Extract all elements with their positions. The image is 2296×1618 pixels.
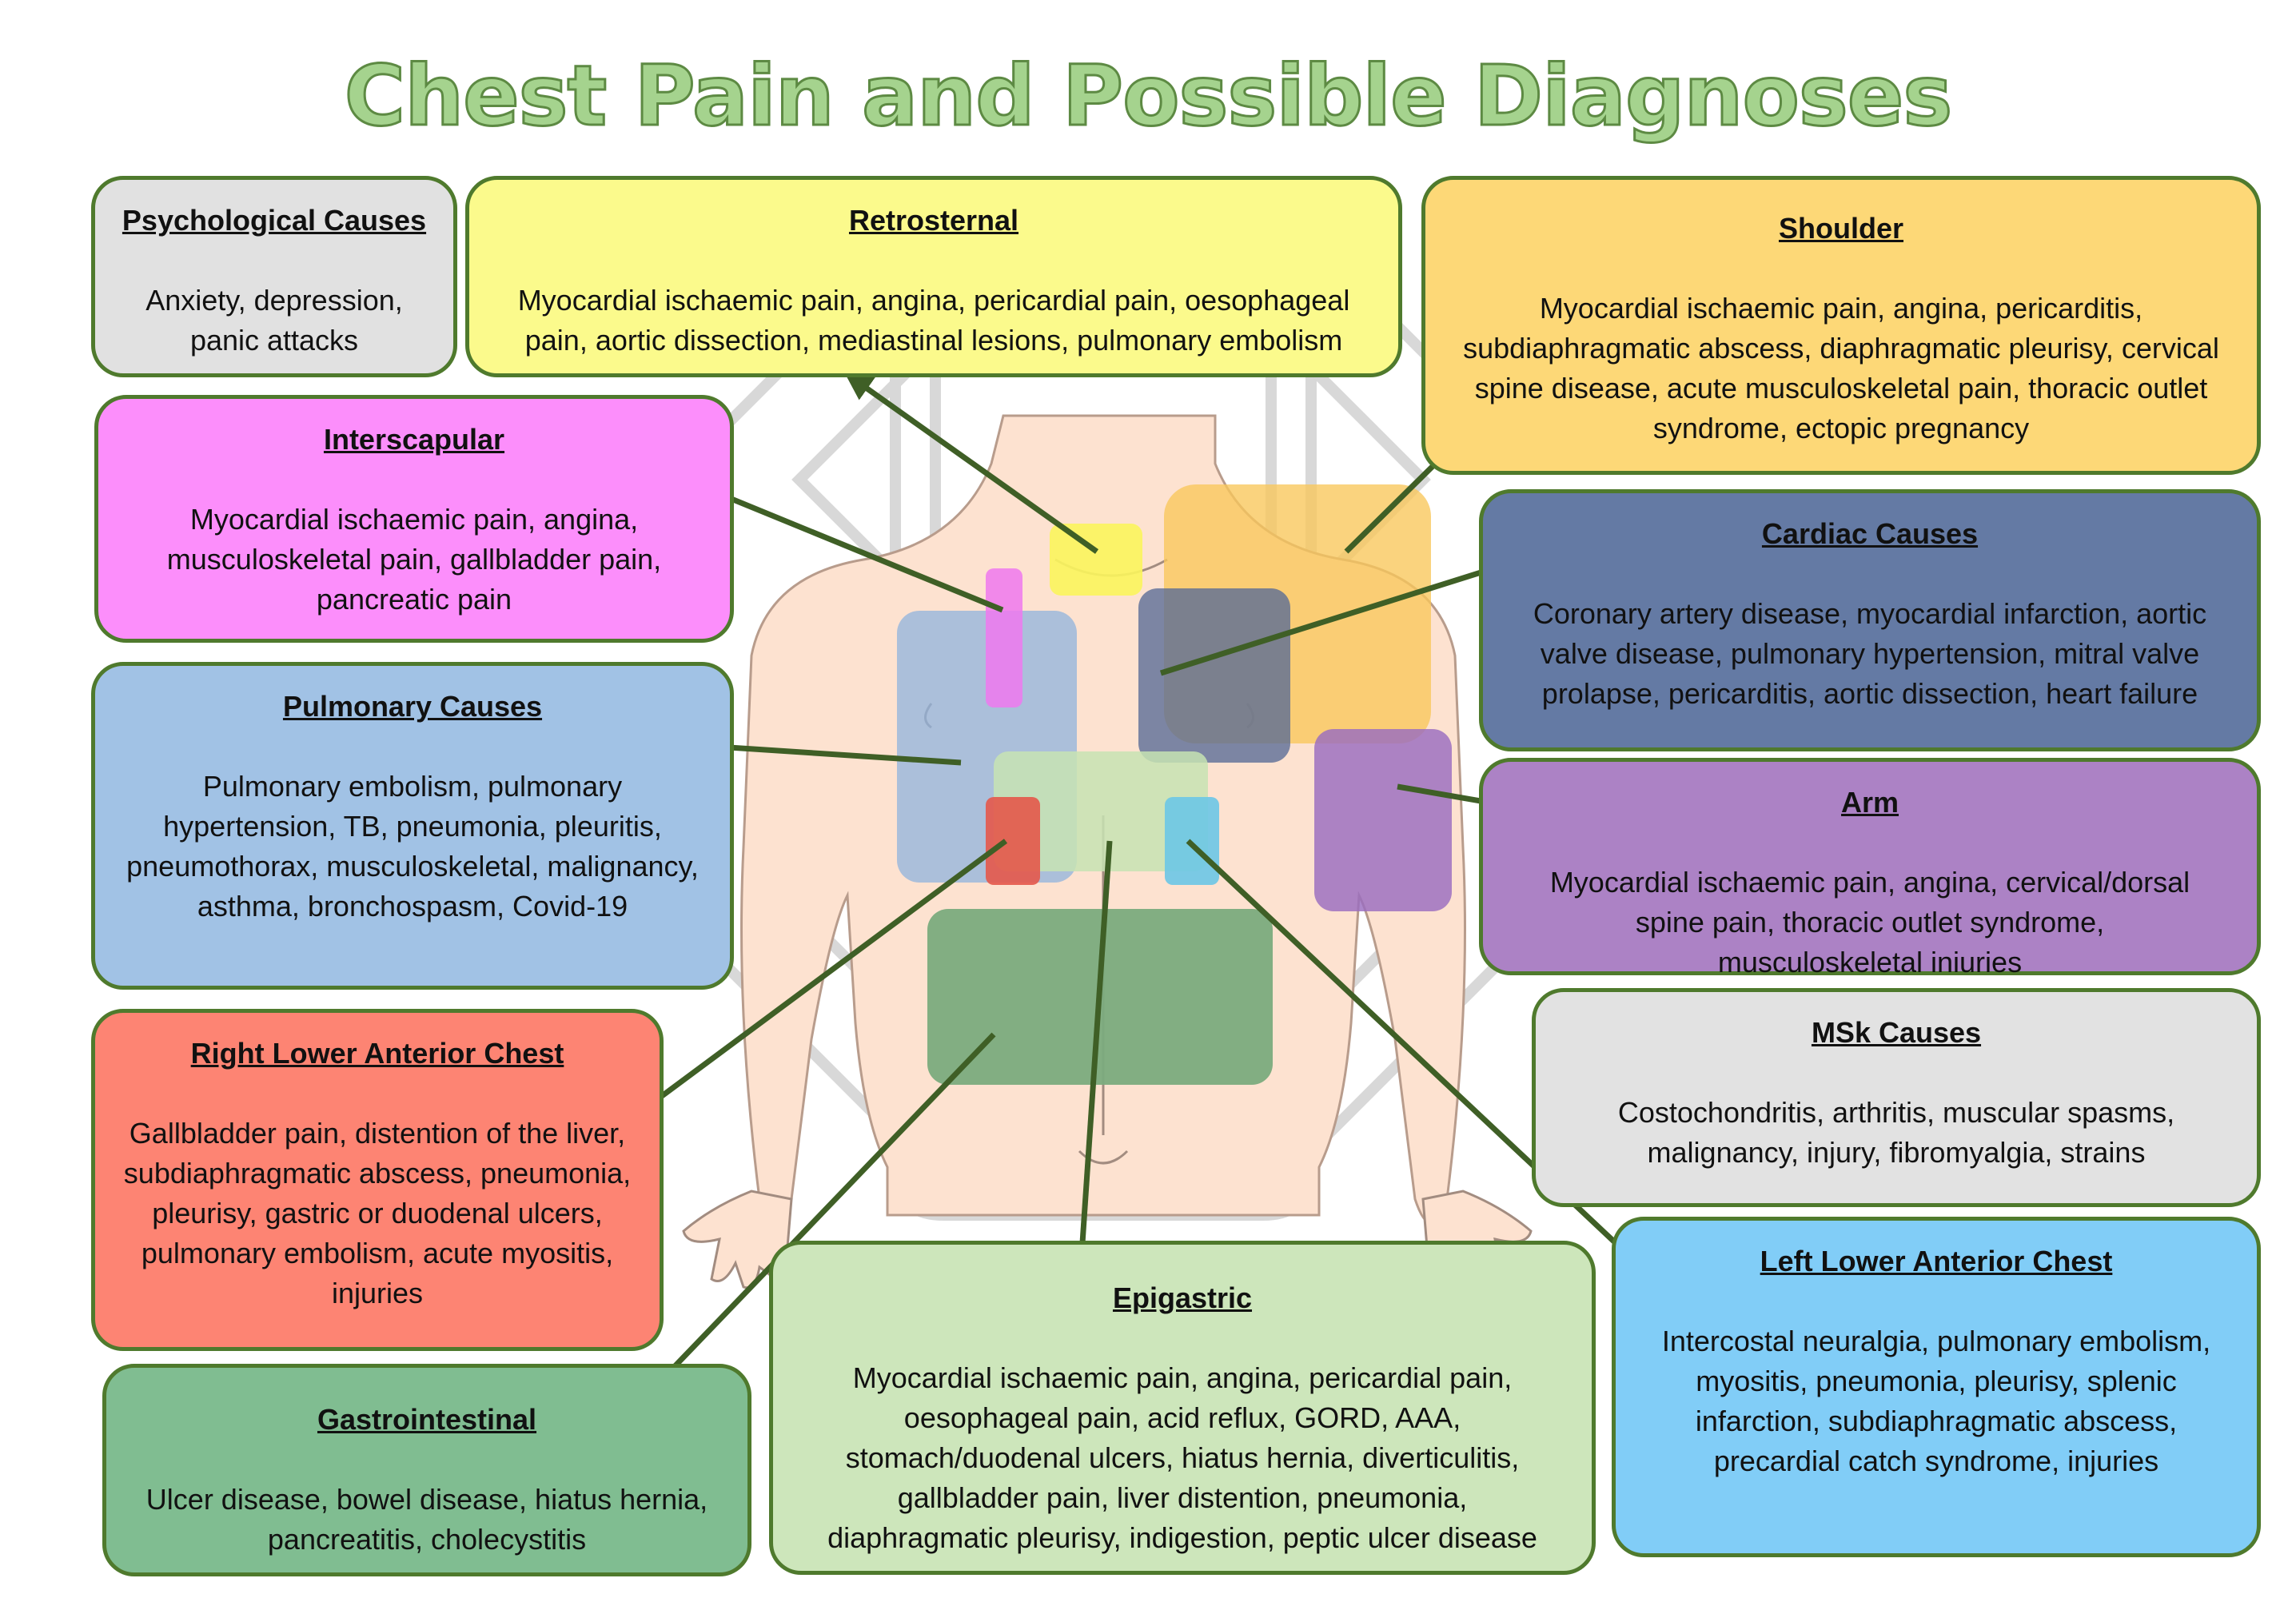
box-heading: Psychological Causes bbox=[122, 204, 427, 237]
box-text: Intercostal neuralgia, pulmonary embolis… bbox=[1661, 1325, 2211, 1477]
box-heading: Left Lower Anterior Chest bbox=[1760, 1245, 2113, 1277]
region-interscapular bbox=[986, 568, 1022, 707]
box-heading: Epigastric bbox=[1112, 1281, 1253, 1314]
box-text: Myocardial ischaemic pain, angina, cervi… bbox=[1549, 866, 2190, 978]
box-heading: Pulmonary Causes bbox=[282, 690, 543, 723]
box-shoulder: Shoulder Myocardial ischaemic pain, angi… bbox=[1421, 176, 2261, 475]
box-retrosternal: Retrosternal Myocardial ischaemic pain, … bbox=[465, 176, 1402, 377]
box-text: Pulmonary embolism, pulmonary hypertensi… bbox=[126, 770, 699, 923]
box-arm: Arm Myocardial ischaemic pain, angina, c… bbox=[1479, 758, 2261, 978]
box-interscapular: Interscapular Myocardial ischaemic pain,… bbox=[94, 395, 734, 643]
box-text: Anxiety, depression, panic attacks bbox=[145, 284, 403, 357]
box-text: Gallbladder pain, distention of the live… bbox=[123, 1117, 632, 1309]
box-text: Coronary artery disease, myocardial infa… bbox=[1533, 597, 2207, 710]
box-heading: Interscapular bbox=[323, 423, 505, 456]
box-psychological-causes: Psychological Causes Anxiety, depression… bbox=[91, 176, 457, 377]
box-heading: Right Lower Anterior Chest bbox=[190, 1037, 564, 1070]
region-epigastric bbox=[994, 751, 1208, 871]
region-retrosternal bbox=[1050, 524, 1142, 596]
box-heading: Gastrointestinal bbox=[317, 1403, 537, 1436]
region-arm bbox=[1314, 729, 1452, 911]
box-text: Costochondritis, arthritis, muscular spa… bbox=[1617, 1096, 2175, 1169]
box-gastrointestinal: Gastrointestinal Ulcer disease, bowel di… bbox=[102, 1364, 751, 1576]
box-cardiac-causes: Cardiac Causes Coronary artery disease, … bbox=[1479, 489, 2261, 751]
box-right-lower-anterior-chest: Right Lower Anterior Chest Gallbladder p… bbox=[91, 1009, 664, 1351]
box-heading: Arm bbox=[1840, 786, 1899, 819]
box-text: Myocardial ischaemic pain, angina, muscu… bbox=[166, 503, 662, 616]
box-msk-causes: MSk Causes Costochondritis, arthritis, m… bbox=[1532, 988, 2261, 1207]
box-text: Ulcer disease, bowel disease, hiatus her… bbox=[145, 1483, 708, 1556]
box-heading: Retrosternal bbox=[848, 204, 1019, 237]
box-text: Myocardial ischaemic pain, angina, peric… bbox=[1463, 292, 2219, 444]
region-right-lower bbox=[986, 797, 1040, 885]
box-epigastric: Epigastric Myocardial ischaemic pain, an… bbox=[769, 1241, 1596, 1575]
region-left-lower bbox=[1165, 797, 1219, 885]
box-heading: MSk Causes bbox=[1811, 1016, 1982, 1049]
region-gastrointestinal bbox=[927, 909, 1273, 1085]
region-cardiac bbox=[1138, 588, 1290, 763]
box-text: Myocardial ischaemic pain, angina, peric… bbox=[517, 284, 1350, 357]
box-left-lower-anterior-chest: Left Lower Anterior Chest Intercostal ne… bbox=[1612, 1217, 2261, 1557]
box-pulmonary-causes: Pulmonary Causes Pulmonary embolism, pul… bbox=[91, 662, 734, 990]
box-heading: Shoulder bbox=[1778, 212, 1903, 245]
page-title: Chest Pain and Possible Diagnoses bbox=[343, 46, 1954, 146]
box-text: Myocardial ischaemic pain, angina, peric… bbox=[827, 1361, 1537, 1554]
box-heading: Cardiac Causes bbox=[1761, 517, 1979, 550]
